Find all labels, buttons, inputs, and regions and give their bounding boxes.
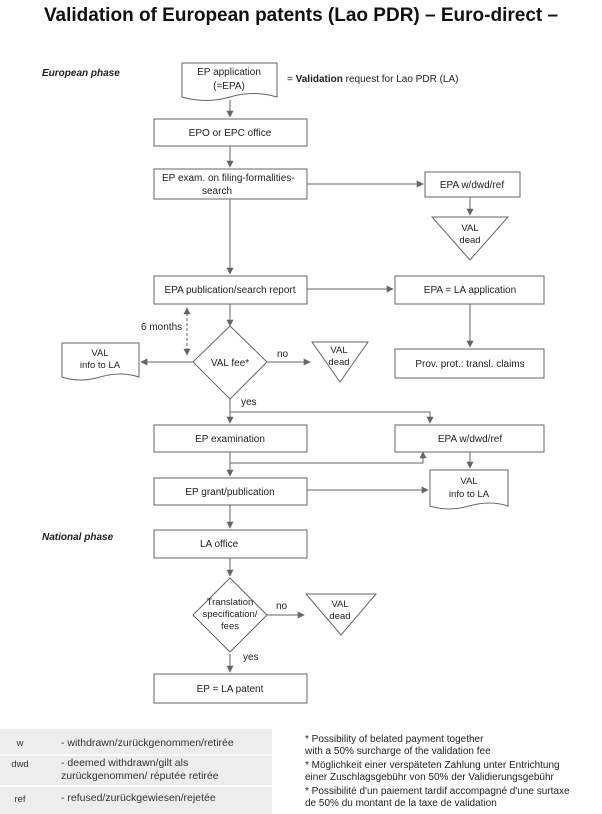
- ep-grant-label: EP grant/publication: [185, 487, 274, 498]
- node-val-info-la-1: VAL info to LA: [61, 342, 140, 381]
- node-ep-application: EP application (=EPA): [181, 62, 278, 101]
- val-fee-label: VAL fee*: [211, 358, 249, 369]
- translation-line1: Translation: [207, 597, 254, 608]
- node-val-info-la-2: VAL info to LA: [429, 469, 509, 510]
- footnote-fr-2: de 50% du montant de la taxe de validati…: [305, 798, 497, 809]
- legend-abbr-w: w: [16, 738, 24, 749]
- node-val-dead-3: VAL dead: [304, 593, 378, 636]
- national-phase-label: National phase: [42, 532, 114, 543]
- node-val-fee: VAL fee*: [192, 325, 268, 400]
- val-dead-2-line1: VAL: [330, 345, 347, 356]
- ep-examination-label: EP examination: [195, 434, 265, 445]
- six-months-label: 6 months: [141, 322, 182, 333]
- page-title: Validation of European patents (Lao PDR)…: [44, 5, 558, 26]
- node-epo-office: EPO or EPC office: [153, 118, 308, 147]
- translation-line3: fees: [221, 621, 239, 632]
- legend-def-ref: - refused/zurückgewiesen/rejetée: [61, 792, 216, 804]
- node-translation: Translation specification/ fees: [192, 577, 268, 653]
- node-epa-publication: EPA publication/search report: [153, 275, 308, 305]
- ep-application-line1: EP application: [197, 67, 261, 78]
- european-phase-label: European phase: [42, 68, 120, 79]
- node-epa-wdwdref-2: EPA w/dwd/ref: [394, 424, 545, 453]
- val-info-la-2-line1: VAL: [460, 476, 477, 487]
- epo-office-label: EPO or EPC office: [189, 128, 272, 139]
- val-dead-3-line1: VAL: [331, 599, 348, 610]
- translation-line2: specification/: [203, 609, 258, 620]
- yes-label-2: yes: [243, 652, 259, 663]
- node-val-dead-1: VAL dead: [430, 216, 510, 261]
- epa-wdwdref-1-label: EPA w/dwd/ref: [440, 180, 505, 191]
- la-office-label: LA office: [200, 539, 239, 550]
- footnotes: * Possibility of belated payment togethe…: [304, 734, 570, 809]
- epa-publication-label: EPA publication/search report: [164, 285, 295, 296]
- connectors: [140, 100, 474, 673]
- val-info-la-1-line1: VAL: [91, 348, 108, 359]
- legend-abbr-ref: ref: [14, 794, 25, 805]
- legend-def-dwd-line2: zurückgenommen/ réputée retirée: [61, 770, 219, 782]
- prov-prot-label: Prov. prot.: transl. claims: [415, 359, 524, 370]
- node-val-dead-2: VAL dead: [311, 341, 369, 383]
- validation-request-note: = Validation request for Lao PDR (LA): [287, 74, 458, 85]
- ep-exam-filing-line2: search: [202, 186, 232, 197]
- node-epa-wdwdref-1: EPA w/dwd/ref: [424, 171, 521, 198]
- node-ep-grant: EP grant/publication: [153, 477, 308, 506]
- footnote-de-2: einer Zuschlagsgebühr von 50% der Validi…: [305, 772, 555, 783]
- node-ep-examination: EP examination: [153, 424, 308, 453]
- val-dead-1-line2: dead: [459, 235, 480, 246]
- yes-label-1: yes: [241, 397, 257, 408]
- legend-def-dwd-line1: - deemed withdrawn/gilt als: [61, 757, 188, 769]
- legend-abbr-dwd: dwd: [11, 759, 28, 770]
- no-label-2: no: [276, 601, 288, 612]
- val-dead-2-line2: dead: [328, 357, 349, 368]
- val-info-la-2-line2: info to LA: [449, 489, 490, 500]
- node-ep-la-patent: EP = LA patent: [153, 673, 308, 704]
- val-dead-1-line1: VAL: [461, 223, 478, 234]
- footnote-en-1: * Possibility of belated payment togethe…: [305, 734, 484, 745]
- no-label-1: no: [277, 349, 289, 360]
- ep-application-line2: (=EPA): [213, 81, 245, 92]
- footnote-en-2: with a 50% surcharge of the validation f…: [304, 746, 491, 757]
- ep-exam-filing-line1: EP exam. on filing-formalities-: [162, 173, 295, 184]
- node-la-office: LA office: [153, 529, 308, 559]
- node-ep-exam-filing: EP exam. on filing-formalities- search: [153, 168, 308, 200]
- legend: w - withdrawn/zurückgenommen/retirée dwd…: [0, 729, 272, 814]
- epa-wdwdref-2-label: EPA w/dwd/ref: [438, 434, 503, 445]
- val-info-la-1-line2: info to LA: [80, 360, 121, 371]
- node-epa-la-application: EPA = LA application: [394, 275, 545, 305]
- footnote-fr-1: * Possibilité d'un paiement tardif accom…: [305, 786, 570, 797]
- val-dead-3-line2: dead: [329, 611, 350, 622]
- node-prov-prot: Prov. prot.: transl. claims: [394, 348, 545, 379]
- epa-la-application-label: EPA = LA application: [424, 285, 516, 296]
- legend-def-w: - withdrawn/zurückgenommen/retirée: [61, 737, 234, 749]
- footnote-de-1: * Möglichkeit einer verspäteten Zahlung …: [305, 760, 560, 771]
- ep-la-patent-label: EP = LA patent: [197, 684, 264, 695]
